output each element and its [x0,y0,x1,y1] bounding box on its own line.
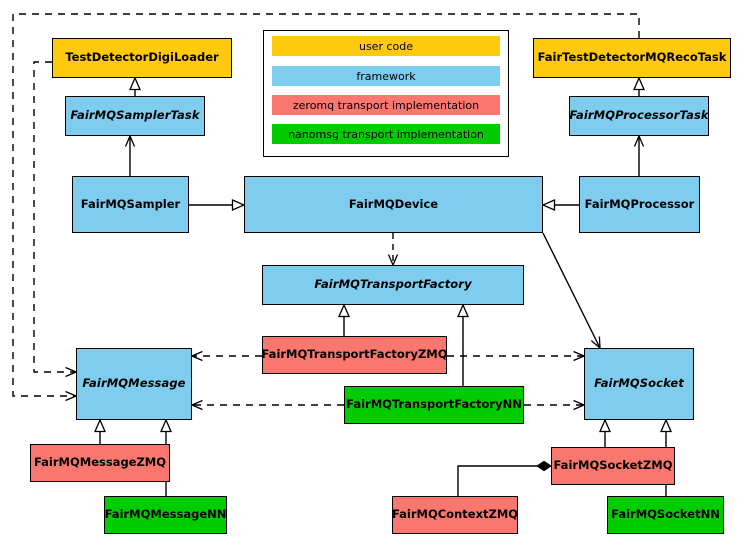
class-node-fairmq-processor[interactable]: FairMQProcessor [579,176,700,233]
class-label: FairMQTransportFactoryNN [346,397,522,412]
class-label: FairMQSamplerTask [70,108,200,123]
class-node-fairmq-context-zmq[interactable]: FairMQContextZMQ [392,496,518,534]
class-label: TestDetectorDigiLoader [65,50,219,65]
legend-item-nanomsg: nanomsg transport implementation [272,124,500,144]
class-node-fairmq-socket[interactable]: FairMQSocket [584,348,694,420]
class-node-fair-test-detector-mq-reco-task[interactable]: FairTestDetectorMQRecoTask [533,38,731,78]
legend-label-zeromq: zeromq transport implementation [292,98,480,112]
edge-contextzmq-to-socketzmq [457,460,552,496]
class-node-fairmq-transport-factory-zmq[interactable]: FairMQTransportFactoryZMQ [261,336,448,374]
class-label: FairMQMessageNN [104,507,227,522]
class-node-fairmq-sampler-task[interactable]: FairMQSamplerTask [65,96,205,136]
class-label: FairMQDevice [348,196,439,211]
legend-label-nanomsg: nanomsg transport implementation [288,127,484,141]
class-label: FairMQSocketNN [611,507,720,522]
class-node-fairmq-socket-zmq[interactable]: FairMQSocketZMQ [551,447,675,485]
class-node-fairmq-socket-nn[interactable]: FairMQSocketNN [607,496,724,534]
class-node-fairmq-transport-factory-nn[interactable]: FairMQTransportFactoryNN [344,386,524,424]
class-label: FairMQProcessorTask [569,108,709,123]
legend-label-user-code: user code [358,39,414,53]
class-label: FairMQMessageZMQ [33,455,167,470]
class-node-fairmq-transport-factory[interactable]: FairMQTransportFactory [262,265,524,305]
edge-device-to-socket [542,232,600,348]
class-label: FairMQTransportFactory [314,277,472,292]
class-node-test-detector-digi-loader[interactable]: TestDetectorDigiLoader [52,38,232,78]
class-label: FairTestDetectorMQRecoTask [537,50,727,65]
class-node-fairmq-message[interactable]: FairMQMessage [76,348,192,420]
class-node-fairmq-sampler[interactable]: FairMQSampler [72,176,189,233]
class-label: FairMQContextZMQ [391,507,519,522]
edge-digiloader-to-message [33,61,76,372]
class-label: FairMQMessage [82,376,186,391]
class-label: FairMQTransportFactoryZMQ [261,347,448,362]
legend-label-framework: framework [356,69,416,83]
edge-recotask-to-message [12,13,640,396]
class-node-fairmq-message-nn[interactable]: FairMQMessageNN [104,496,227,534]
legend-item-zeromq: zeromq transport implementation [272,95,500,115]
class-node-fairmq-processor-task[interactable]: FairMQProcessorTask [569,96,709,136]
class-node-fairmq-device[interactable]: FairMQDevice [244,176,543,233]
class-label: FairMQProcessor [584,196,695,211]
class-label: FairMQSocketZMQ [553,458,673,473]
class-node-fairmq-message-zmq[interactable]: FairMQMessageZMQ [30,444,170,482]
legend-item-framework: framework [272,66,500,86]
class-label: FairMQSampler [80,196,181,211]
class-label: FairMQSocket [594,376,684,391]
legend-item-user-code: user code [272,36,500,56]
